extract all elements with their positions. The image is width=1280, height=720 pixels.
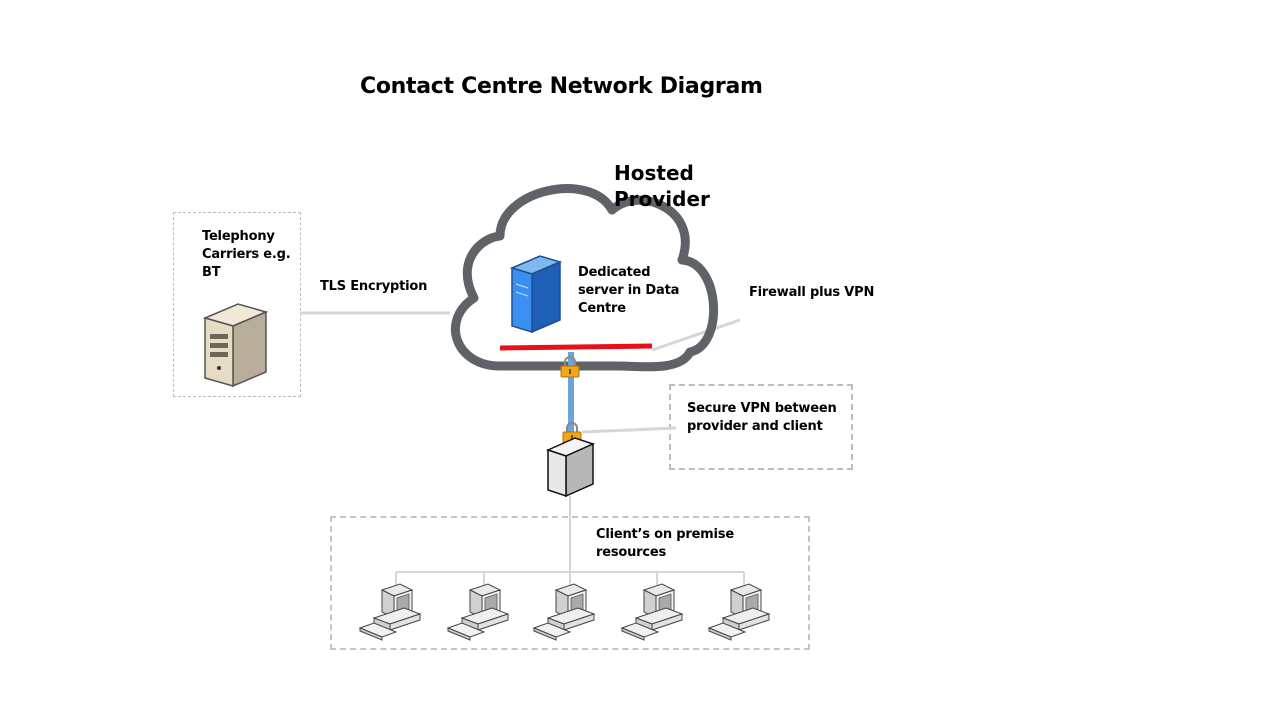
firewall-bar bbox=[499, 343, 653, 351]
hosted-provider-cloud bbox=[451, 184, 719, 372]
firewall-label: Firewall plus VPN bbox=[749, 285, 875, 300]
firewall-pointer bbox=[651, 318, 741, 352]
desktop-computer-icon bbox=[447, 583, 509, 641]
server-tower-icon bbox=[202, 303, 269, 388]
desktop-computer-icon bbox=[708, 583, 770, 641]
secure-vpn-label: Secure VPN between provider and client bbox=[687, 401, 837, 434]
hosted-provider-label: Hosted Provider bbox=[614, 161, 710, 211]
blue-server-icon bbox=[509, 255, 563, 334]
vpn-pointer bbox=[581, 426, 677, 434]
telephony-box bbox=[173, 212, 301, 397]
tls-encryption-label: TLS Encryption bbox=[320, 279, 428, 294]
router-box-icon bbox=[545, 437, 596, 498]
desktop-computer-icon bbox=[359, 583, 421, 641]
padlock-icon bbox=[560, 356, 580, 378]
desktop-computer-icon bbox=[621, 583, 683, 641]
client-resources-label: Client’s on premise resources bbox=[596, 527, 734, 560]
desktop-computer-icon bbox=[533, 583, 595, 641]
dedicated-server-label: Dedicated server in Data Centre bbox=[578, 265, 680, 316]
diagram-title: Contact Centre Network Diagram bbox=[360, 74, 763, 99]
lan-tree bbox=[395, 496, 745, 585]
telephony-carriers-label: Telephony Carriers e.g. BT bbox=[202, 229, 291, 280]
